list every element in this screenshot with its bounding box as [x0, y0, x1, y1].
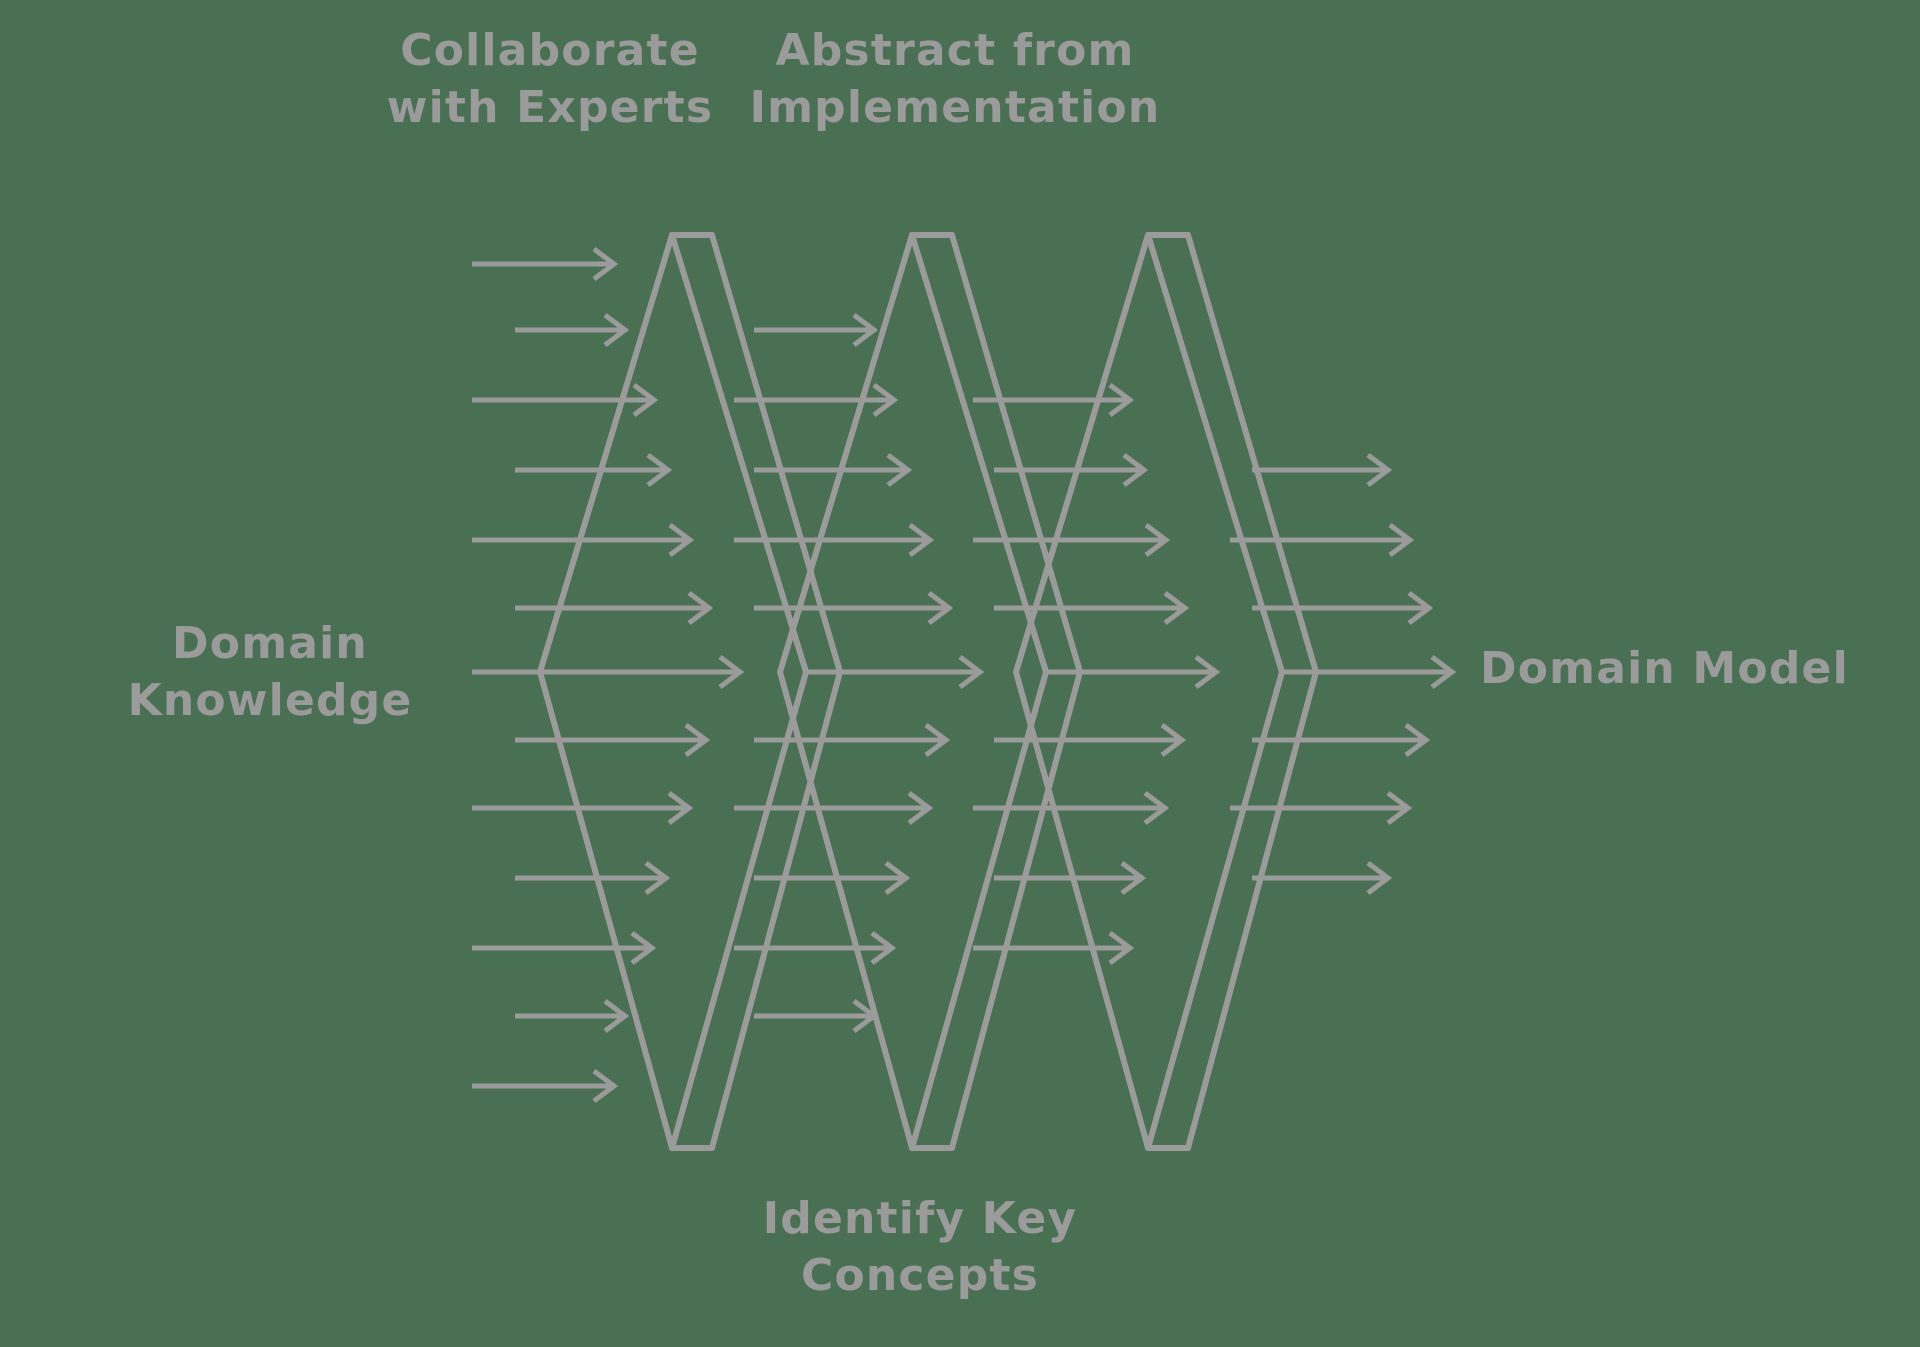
arrow-row-6 [994, 723, 1187, 757]
arrow-row-7 [973, 791, 1170, 825]
arrow-band-lens1-lens2 [734, 313, 985, 1033]
arrow-row-12 [515, 999, 630, 1033]
lens-1-front-outline [537, 232, 675, 1151]
arrow-row-8 [994, 861, 1147, 895]
arrow-row-7 [472, 655, 745, 689]
lens-3-back-outline [1185, 232, 1319, 1151]
lens-2 [777, 232, 1083, 1151]
stage-label-abstract-from-implementation: Abstract from Implementation [749, 25, 1161, 134]
arrow-row-3 [472, 383, 659, 417]
arrow-row-8 [515, 723, 711, 757]
arrow-band-input [472, 247, 745, 1103]
arrow-row-2 [1230, 523, 1415, 557]
arrow-row-11 [754, 999, 879, 1033]
arrow-row-6 [1230, 791, 1413, 825]
arrow-row-4 [1282, 655, 1457, 689]
arrow-row-10 [515, 861, 671, 895]
arrow-row-11 [472, 931, 657, 965]
lens-3-inner-edge [1145, 232, 1285, 1151]
arrow-row-6 [806, 655, 985, 689]
stage-label-collaborate-with-experts: Collaborate with Experts [386, 25, 714, 134]
lens-3-front-outline [1013, 232, 1151, 1151]
arrow-row-5 [1046, 655, 1221, 689]
arrow-row-6 [515, 591, 714, 625]
arrow-row-1 [973, 383, 1135, 417]
arrow-row-3 [973, 523, 1171, 557]
arrow-row-5 [754, 591, 954, 625]
arrow-row-5 [472, 523, 695, 557]
arrow-row-9 [973, 931, 1135, 965]
arrow-row-9 [472, 791, 694, 825]
arrow-row-4 [734, 523, 935, 557]
arrow-row-10 [734, 931, 897, 965]
arrow-row-4 [515, 453, 673, 487]
output-label-domain-model: Domain Model [1480, 643, 1849, 694]
arrow-row-2 [994, 453, 1149, 487]
arrow-band-output [1230, 453, 1457, 895]
lens-3 [1013, 232, 1319, 1151]
lens-2-front-outline [777, 232, 915, 1151]
lens-group [537, 232, 1319, 1151]
stage-label-identify-key-concepts: Identify Key Concepts [762, 1193, 1078, 1302]
arrow-band-lens2-lens3 [973, 383, 1221, 965]
lens-2-back-outline [949, 232, 1083, 1151]
arrow-row-9 [754, 861, 911, 895]
arrow-row-7 [1252, 861, 1393, 895]
arrow-row-7 [754, 723, 951, 757]
arrow-row-5 [1252, 723, 1431, 757]
arrow-row-2 [515, 313, 630, 347]
arrow-row-8 [734, 791, 934, 825]
arrow-row-1 [1252, 453, 1393, 487]
input-label-domain-knowledge: Domain Knowledge [127, 618, 413, 727]
lens-1-back-outline [709, 232, 843, 1151]
arrow-row-1 [472, 247, 619, 281]
lens-2-inner-edge [909, 232, 1049, 1151]
arrow-row-1 [754, 313, 879, 347]
arrow-row-2 [734, 383, 899, 417]
arrow-row-3 [1252, 591, 1434, 625]
arrow-row-4 [994, 591, 1190, 625]
arrow-row-3 [754, 453, 913, 487]
arrow-row-13 [472, 1069, 619, 1103]
arrow-group [472, 247, 1457, 1103]
lens-1 [537, 232, 843, 1151]
